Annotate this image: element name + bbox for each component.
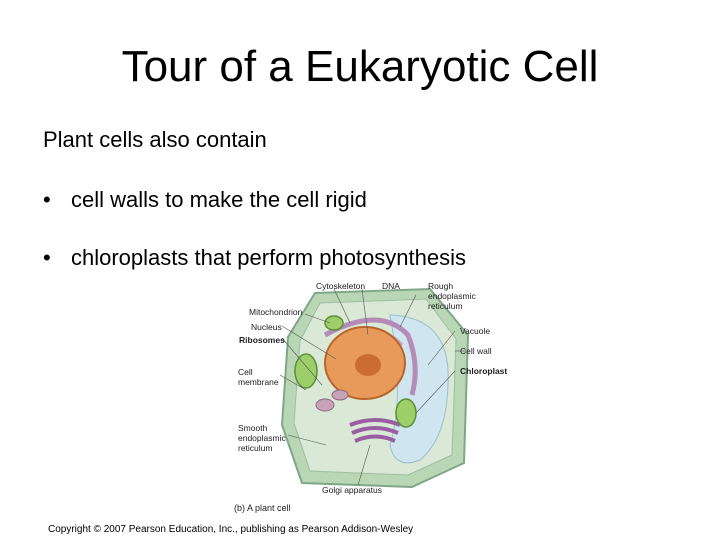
label-ribosomes: Ribosomes bbox=[239, 335, 285, 345]
copyright-footer: Copyright © 2007 Pearson Education, Inc.… bbox=[48, 524, 414, 535]
bullet-marker: • bbox=[43, 187, 51, 212]
golgi-shape bbox=[349, 418, 401, 427]
plant-cell-figure: Cytoskeleton DNA Rough endoplasmic retic… bbox=[230, 275, 530, 525]
label-golgi: Golgi apparatus bbox=[322, 485, 383, 495]
bullet-marker: • bbox=[43, 245, 51, 270]
bullet-text: cell walls to make the cell rigid bbox=[71, 187, 367, 212]
label-mitochondrion: Mitochondrion bbox=[249, 307, 303, 317]
label-dna: DNA bbox=[382, 281, 400, 291]
plant-cell-illustration bbox=[279, 287, 470, 489]
intro-text: Plant cells also contain bbox=[43, 127, 267, 152]
label-smooth-er: Smooth endoplasmic reticulum bbox=[238, 423, 286, 453]
label-cytoskeleton: Cytoskeleton bbox=[316, 281, 366, 291]
slide-title: Tour of a Eukaryotic Cell bbox=[121, 42, 599, 91]
golgi-shape bbox=[351, 426, 399, 435]
label-chloroplast: Chloroplast bbox=[460, 366, 508, 376]
chloroplast-shape bbox=[395, 398, 417, 428]
bullet-text: chloroplasts that perform photosynthesis bbox=[71, 245, 466, 270]
label-rough-er: Rough endoplasmic reticulum bbox=[428, 281, 476, 311]
bullet-item: • cell walls to make the cell rigid bbox=[43, 186, 466, 214]
rough-er-shape bbox=[323, 317, 418, 396]
label-cell-membrane: Cell membrane bbox=[238, 367, 279, 387]
golgi-shape bbox=[354, 434, 396, 443]
label-nucleus: Nucleus bbox=[251, 322, 282, 332]
bullet-item: • chloroplasts that perform photosynthesi… bbox=[43, 244, 466, 272]
mitochondrion-shape bbox=[331, 389, 349, 401]
chloroplast-shape bbox=[324, 315, 344, 331]
nucleolus-shape bbox=[355, 354, 381, 376]
bullet-list: • cell walls to make the cell rigid • chlo… bbox=[43, 186, 466, 302]
label-vacuole: Vacuole bbox=[460, 326, 491, 336]
mitochondrion-shape bbox=[315, 398, 335, 412]
figure-caption: (b) A plant cell bbox=[234, 503, 291, 513]
chloroplast-shape bbox=[294, 353, 318, 389]
label-cell-wall: Cell wall bbox=[460, 346, 492, 356]
